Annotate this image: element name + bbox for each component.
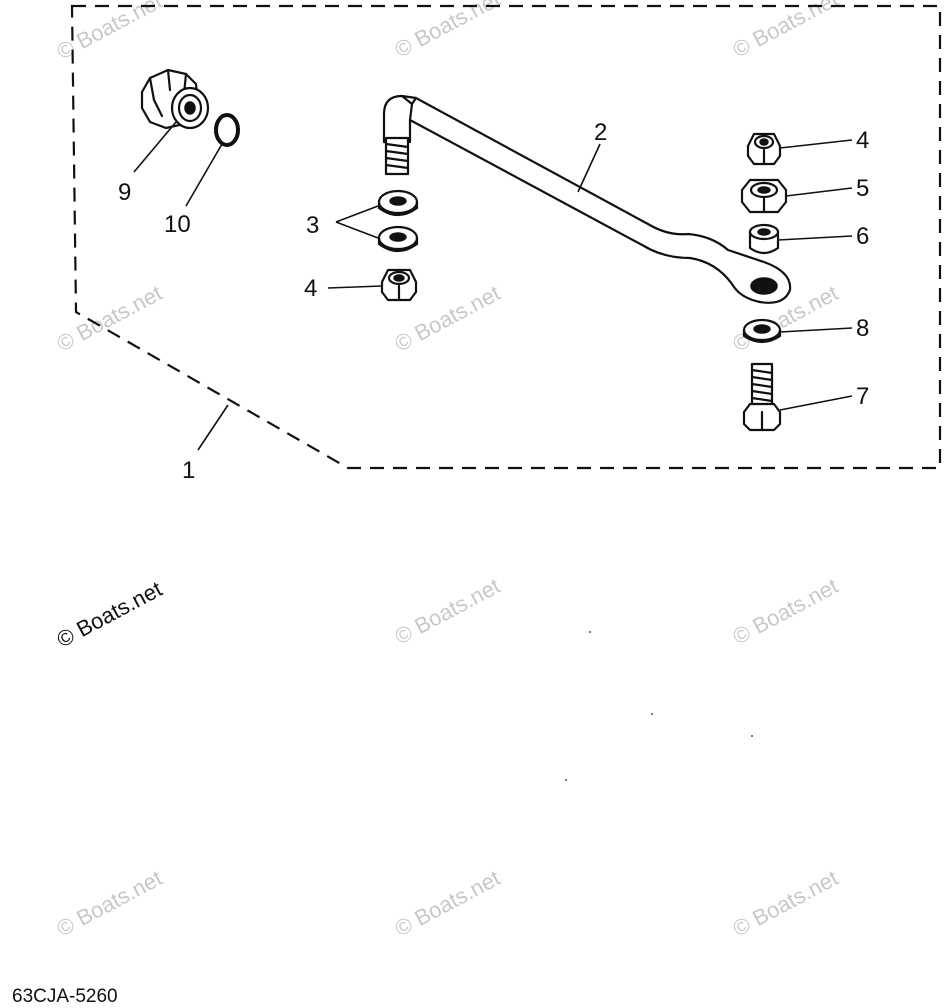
callout-o-ring: 10 xyxy=(164,211,191,238)
nut-right-part xyxy=(746,132,782,166)
watermark: © Boats.net xyxy=(729,865,843,941)
watermark-dark: © Boats.net xyxy=(53,576,167,652)
callout-bushing: 9 xyxy=(118,179,131,206)
bushing-part xyxy=(140,68,210,130)
washer-right-part xyxy=(742,318,782,344)
leader-bushing xyxy=(133,121,177,173)
washer-pair-part xyxy=(377,189,419,253)
callout-rod: 2 xyxy=(594,119,607,146)
leader-rod xyxy=(577,143,601,193)
callout-bolt: 7 xyxy=(856,383,869,410)
callout-washer-right: 8 xyxy=(856,315,869,342)
callout-kit: 1 xyxy=(182,457,195,484)
callout-nut-right: 4 xyxy=(856,127,869,154)
leader-washers-1 xyxy=(335,205,379,223)
leader-collar xyxy=(777,235,853,241)
leader-washers-2 xyxy=(335,221,379,239)
watermark: © Boats.net xyxy=(729,573,843,649)
watermark: © Boats.net xyxy=(391,0,505,62)
leader-washer-right xyxy=(779,327,853,333)
leader-hex-nut xyxy=(785,187,853,197)
leader-bolt xyxy=(779,395,853,411)
callout-hex-nut: 5 xyxy=(856,175,869,202)
watermark: © Boats.net xyxy=(391,865,505,941)
callout-washers: 3 xyxy=(306,212,319,239)
hex-nut-part xyxy=(740,178,788,214)
leader-kit xyxy=(197,404,229,451)
leader-nut-right xyxy=(779,139,853,149)
watermark: © Boats.net xyxy=(53,0,167,64)
watermark: © Boats.net xyxy=(53,865,167,941)
callout-collar: 6 xyxy=(856,223,869,250)
o-ring-part xyxy=(214,113,240,147)
watermark: © Boats.net xyxy=(391,573,505,649)
scan-specks xyxy=(565,631,753,781)
callout-nut-left: 4 xyxy=(304,275,317,302)
collar-part xyxy=(748,223,780,255)
steering-rod-part xyxy=(382,94,792,304)
kit-boundary xyxy=(70,4,942,470)
watermark: © Boats.net xyxy=(53,280,167,356)
leader-o-ring xyxy=(185,143,223,207)
watermark: © Boats.net xyxy=(729,0,843,62)
part-code: 63CJA-5260 xyxy=(12,986,118,1007)
bolt-part xyxy=(742,362,782,432)
leader-nut-left xyxy=(327,285,383,289)
nut-left-part xyxy=(380,268,418,302)
